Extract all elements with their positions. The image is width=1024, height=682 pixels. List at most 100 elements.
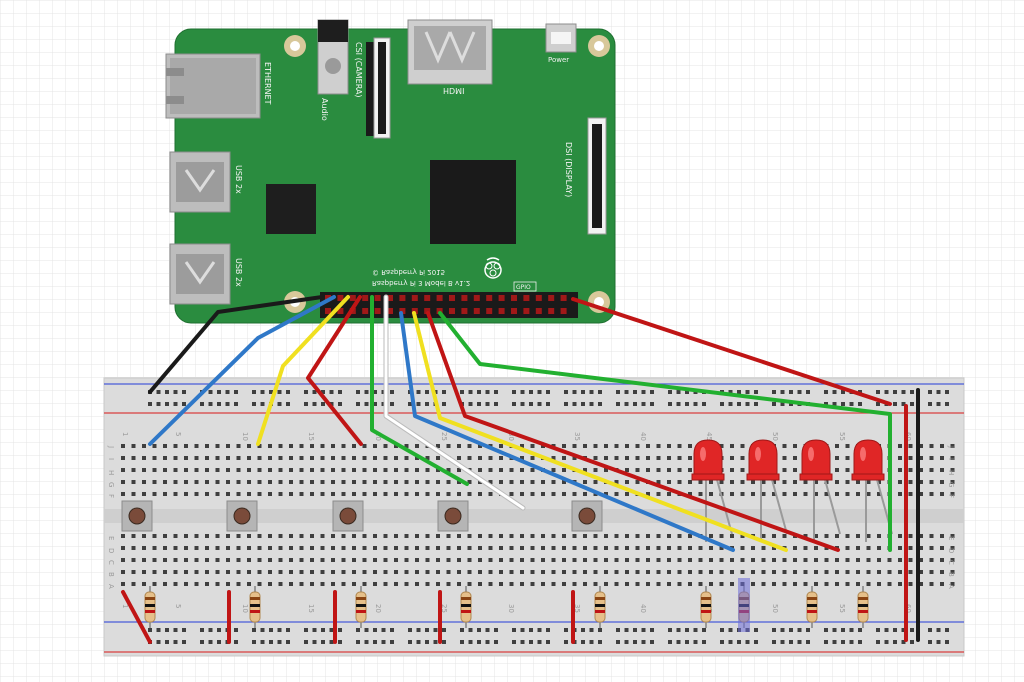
hole	[520, 546, 524, 550]
gpio-pin	[387, 295, 393, 301]
row-letter: D	[947, 548, 955, 553]
hole	[310, 546, 314, 550]
rail-hole	[564, 628, 568, 632]
column-number-top: 35	[573, 432, 581, 441]
hole	[163, 570, 167, 574]
rail-hole	[685, 628, 689, 632]
rail-hole	[780, 640, 785, 644]
gpio-pin	[325, 308, 331, 314]
hole	[845, 444, 850, 448]
csi-connector-slot	[378, 42, 386, 134]
hole	[457, 534, 461, 538]
hole	[614, 582, 619, 586]
hole	[877, 546, 881, 550]
rail-hole	[928, 402, 932, 406]
hole	[341, 444, 346, 448]
hole	[719, 570, 724, 574]
hole	[593, 534, 598, 538]
hole	[530, 444, 535, 448]
hole	[562, 582, 566, 586]
hole	[646, 534, 650, 538]
hole	[299, 456, 304, 460]
hole	[688, 582, 692, 586]
hole	[856, 546, 860, 550]
rail-hole	[173, 640, 178, 644]
hole	[940, 546, 944, 550]
hole	[614, 534, 619, 538]
hole	[467, 456, 472, 460]
hole	[814, 546, 818, 550]
resistor-band	[145, 597, 155, 600]
hole	[593, 480, 598, 484]
rail-hole	[884, 628, 889, 632]
hole	[383, 558, 388, 562]
hole	[184, 582, 188, 586]
hole	[688, 546, 692, 550]
hole	[824, 582, 829, 586]
rail-hole	[200, 628, 204, 632]
hole	[425, 468, 430, 472]
column-number-bottom: 55	[838, 604, 846, 613]
hole	[520, 444, 524, 448]
rail-hole	[668, 390, 672, 394]
rail-hole	[512, 640, 516, 644]
hole	[845, 582, 850, 586]
hole	[677, 558, 682, 562]
rail-hole	[364, 390, 369, 394]
hole	[268, 546, 272, 550]
hole	[530, 534, 535, 538]
rail-hole	[217, 640, 221, 644]
hole	[929, 558, 934, 562]
ethernet-latch	[166, 96, 184, 104]
row-letter: I	[107, 458, 115, 460]
hole	[656, 444, 661, 448]
rail-hole	[520, 402, 525, 406]
rail-hole	[338, 628, 342, 632]
hole	[614, 480, 619, 484]
hole	[562, 456, 566, 460]
hole	[436, 558, 440, 562]
hole	[908, 546, 913, 550]
rail-hole	[182, 402, 186, 406]
rail-hole	[277, 640, 282, 644]
hole	[236, 480, 241, 484]
hole	[331, 480, 335, 484]
hole	[793, 558, 797, 562]
hole	[310, 582, 314, 586]
hole	[698, 492, 703, 496]
hole	[488, 456, 493, 460]
hole	[793, 582, 797, 586]
rail-hole	[641, 628, 646, 632]
hole	[352, 468, 356, 472]
hole	[289, 546, 293, 550]
hole	[194, 582, 199, 586]
rail-hole	[329, 390, 334, 394]
hole	[677, 546, 682, 550]
rail-hole	[789, 640, 793, 644]
hole	[614, 546, 619, 550]
hole	[898, 582, 902, 586]
hole	[950, 534, 955, 538]
hole	[509, 546, 514, 550]
hole	[310, 492, 314, 496]
rail-hole	[165, 628, 169, 632]
rail-hole	[806, 640, 810, 644]
hole	[929, 570, 934, 574]
hole	[268, 534, 272, 538]
rail-hole	[910, 628, 914, 632]
rail-hole	[312, 390, 317, 394]
hole	[814, 570, 818, 574]
hole	[194, 456, 199, 460]
hole	[782, 456, 787, 460]
hole	[520, 582, 524, 586]
hole	[415, 534, 419, 538]
hole	[520, 480, 524, 484]
resistor-band	[250, 597, 260, 600]
hole	[919, 558, 923, 562]
hole	[257, 534, 262, 538]
hole	[719, 582, 724, 586]
hole	[173, 570, 178, 574]
hole	[289, 444, 293, 448]
row-letter: F	[107, 494, 115, 498]
